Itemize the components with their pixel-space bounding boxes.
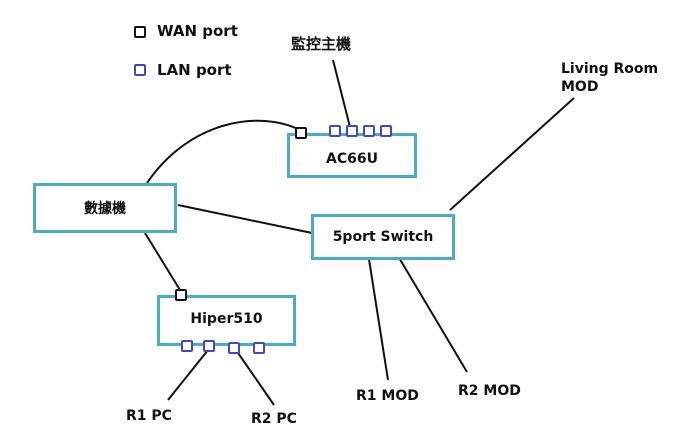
legend-lan-label: LAN port <box>157 61 232 79</box>
device-hiper-label: Hiper510 <box>190 310 263 327</box>
wire-switch-r1mod <box>367 252 389 381</box>
label-r1-pc: R1 PC <box>126 408 172 424</box>
device-modem[interactable]: 數據機 <box>33 183 177 233</box>
ac66u-lan-port-1 <box>329 125 341 137</box>
label-living-room-mod-2: MOD <box>561 79 599 95</box>
wire-hiper-r2pc <box>235 349 275 406</box>
device-modem-label: 數據機 <box>84 201 126 217</box>
hiper-lan-port-3 <box>228 342 240 354</box>
label-r2-pc: R2 PC <box>251 411 297 427</box>
hiper-lan-port-4 <box>253 342 265 354</box>
ac66u-lan-port-2 <box>346 125 358 137</box>
wire-modem-switch <box>177 204 313 234</box>
legend-wan-icon <box>134 26 146 38</box>
hiper-lan-port-2 <box>203 340 215 352</box>
label-monitor-host: 監控主機 <box>291 35 352 53</box>
device-hiper510[interactable]: Hiper510 <box>157 295 296 346</box>
device-switch-label: 5port Switch <box>332 229 434 245</box>
wire-modem-ac66u <box>146 119 301 184</box>
wire-hiper-r1pc <box>167 349 209 401</box>
wire-ac66u-monitor <box>332 59 351 128</box>
legend-lan-icon <box>134 64 146 76</box>
ac66u-wan-port <box>295 127 307 139</box>
ac66u-lan-port-4 <box>380 125 392 137</box>
ac66u-lan-port-3 <box>363 125 375 137</box>
wire-switch-livingroom <box>449 97 575 211</box>
device-ac66u[interactable]: AC66U <box>287 133 417 178</box>
label-living-room-mod-1: Living Room <box>561 61 659 77</box>
wire-modem-hiper <box>144 232 181 291</box>
wire-switch-r2mod <box>397 255 468 373</box>
hiper-lan-port-1 <box>181 340 193 352</box>
hiper-wan-port <box>175 289 187 301</box>
label-r1-mod: R1 MOD <box>356 388 419 404</box>
device-ac66u-label: AC66U <box>326 150 378 167</box>
legend-wan-label: WAN port <box>157 22 238 40</box>
device-5port-switch[interactable]: 5port Switch <box>311 214 455 260</box>
label-r2-mod: R2 MOD <box>458 383 521 399</box>
